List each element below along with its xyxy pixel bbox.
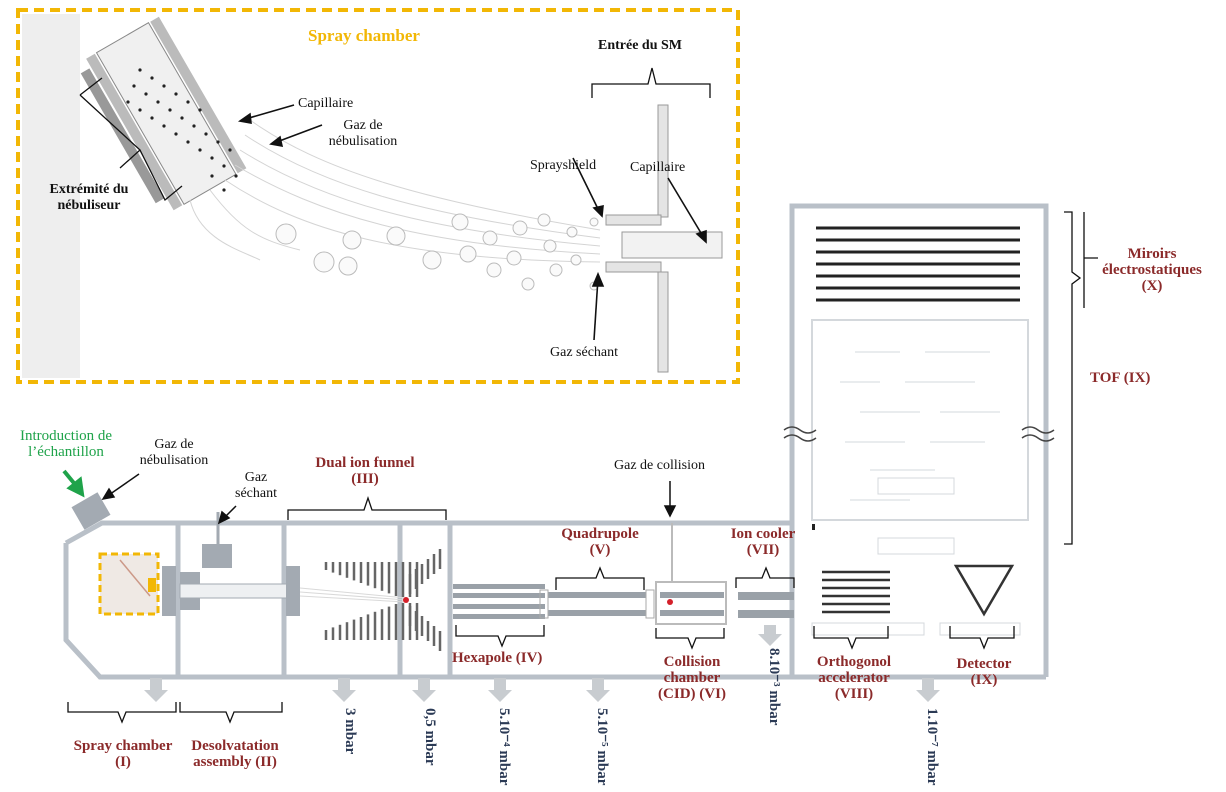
- orthogonal-accelerator-plates: [822, 570, 890, 614]
- cooler-line1: Ion cooler: [730, 526, 796, 542]
- miroirs-line2: électrostatiques: [1102, 262, 1202, 278]
- sprayshield-label: Sprayshield: [530, 158, 597, 173]
- capillaire-right-label: Capillaire: [630, 160, 686, 175]
- entree-brace: [591, 67, 711, 98]
- collision-chamber: [655, 523, 727, 625]
- pressure-8e-3-mbar: 8.10⁻³ mbar: [766, 648, 782, 726]
- pressure-1e-7-mbar: 1.10⁻⁷ mbar: [924, 708, 940, 786]
- coll-line3: (CID) (VI): [658, 686, 726, 702]
- intro-line2: l’échantillon: [28, 444, 104, 460]
- extremite-line1: Extrémité du: [49, 182, 129, 197]
- desolvation-assembly: [162, 512, 300, 616]
- gaz-nebulisation-top-line2: nébulisation: [328, 134, 398, 149]
- pressure-5e-4-mbar: 5.10⁻⁴ mbar: [496, 708, 512, 786]
- break-marks: [783, 426, 1055, 442]
- miroirs-line1: Miroirs: [1127, 246, 1177, 262]
- detector-label: Detector (IX): [946, 656, 1022, 688]
- gaz-sech-bottom-line2: séchant: [235, 486, 277, 501]
- miroirs-label: Miroirs électrostatiques (X): [1086, 246, 1218, 294]
- gaz-sechant-bottom-label: Gaz séchant: [226, 470, 286, 502]
- nebulizer-brace: [79, 77, 183, 202]
- nebulizer-tip: [80, 16, 247, 211]
- ion-cloud-funnel: [403, 597, 409, 603]
- intro-arrow: [62, 469, 85, 498]
- entree-du-sm-label: Entrée du SM: [598, 38, 682, 53]
- gaz-nebulisation-top-line1: Gaz de: [343, 118, 383, 133]
- tof-label: TOF (IX): [1090, 370, 1151, 386]
- funnel-line1: Dual ion funnel: [315, 455, 415, 471]
- ortho-line1: Orthogonol: [816, 654, 892, 670]
- bottom-arrows: [101, 473, 677, 525]
- orthogonal-accelerator-label: Orthogonol accelerator (VIII): [806, 654, 902, 702]
- desolv-line1: Desolvatation: [191, 738, 279, 754]
- desolv-line2: assembly (II): [193, 754, 277, 770]
- funnel-line2: (III): [351, 471, 379, 487]
- pressure-5e-5-mbar: 5.10⁻⁵ mbar: [594, 708, 610, 786]
- gas-streams: [189, 119, 601, 263]
- ortho-line3: (VIII): [834, 686, 874, 702]
- gaz-nebul-bottom-line1: Gaz de: [154, 437, 194, 452]
- capillaire-left-label: Capillaire: [298, 96, 354, 111]
- dual-ion-funnel-label: Dual ion funnel (III): [300, 455, 430, 487]
- pressure-0-5-mbar: 0,5 mbar: [422, 708, 438, 766]
- extremite-line2: nébuliseur: [57, 198, 121, 213]
- detector-line1: Detector: [956, 656, 1012, 672]
- quad-line2: (V): [589, 542, 611, 558]
- quadrupole-label: Quadrupole (V): [552, 526, 648, 558]
- intro-line1: Introduction de: [19, 428, 113, 444]
- quad-line1: Quadrupole: [561, 526, 639, 542]
- ion-beam: [299, 587, 407, 603]
- spray-line1: Spray chamber: [73, 738, 173, 754]
- brackets: [67, 211, 1098, 724]
- spray-line2: (I): [115, 754, 131, 770]
- hexapole-rods: [453, 584, 545, 619]
- gaz-nebulisation-bottom-label: Gaz de nébulisation: [126, 437, 222, 469]
- gaz-nebul-bottom-line2: nébulisation: [139, 453, 209, 468]
- hexapole-label: Hexapole (IV): [452, 650, 543, 666]
- collision-chamber-label: Collision chamber (CID) (VI): [644, 654, 740, 702]
- extremite-nebuliseur-label: Extrémité du nébuliseur: [34, 182, 144, 214]
- ortho-line2: accelerator: [818, 670, 890, 686]
- detector-triangle: [953, 564, 1015, 617]
- detector-line2: (IX): [970, 672, 998, 688]
- spray-chamber-inset: [16, 8, 740, 384]
- pump-ports: [144, 625, 940, 702]
- inset-arrows: [237, 104, 707, 341]
- mirror-dots: [812, 524, 815, 530]
- coll-line1: Collision: [663, 654, 721, 670]
- orthogonal-accelerator-base: [811, 622, 925, 636]
- source-spray-chamber: [71, 492, 160, 616]
- ion-funnel: [324, 549, 442, 651]
- pressure-3-mbar: 3 mbar: [342, 708, 358, 755]
- gaz-sech-bottom-line1: Gaz: [244, 470, 268, 485]
- desolvatation-label: Desolvatation assembly (II): [180, 738, 290, 770]
- miroirs-line3: (X): [1141, 278, 1163, 294]
- spray-chamber-title: Spray chamber: [308, 26, 420, 45]
- cooler-line2: (VII): [746, 542, 780, 558]
- ion-cooler: [738, 592, 794, 618]
- ion-cooler-label: Ion cooler (VII): [718, 526, 808, 558]
- spray-dots: [126, 68, 238, 192]
- coll-line2: chamber: [663, 670, 721, 686]
- spray-chamber-i-label: Spray chamber (I): [60, 738, 186, 770]
- electrostatic-mirror-plates: [816, 226, 1020, 302]
- gaz-de-collision-label: Gaz de collision: [614, 458, 705, 473]
- tof-interior: [811, 319, 1029, 636]
- gaz-sechant-top-label: Gaz séchant: [550, 345, 619, 360]
- introduction-echantillon-label: Introduction de l’échantillon: [6, 428, 126, 460]
- quadrupole-rods: [539, 589, 655, 619]
- gaz-nebulisation-top-label: Gaz de nébulisation: [320, 118, 406, 150]
